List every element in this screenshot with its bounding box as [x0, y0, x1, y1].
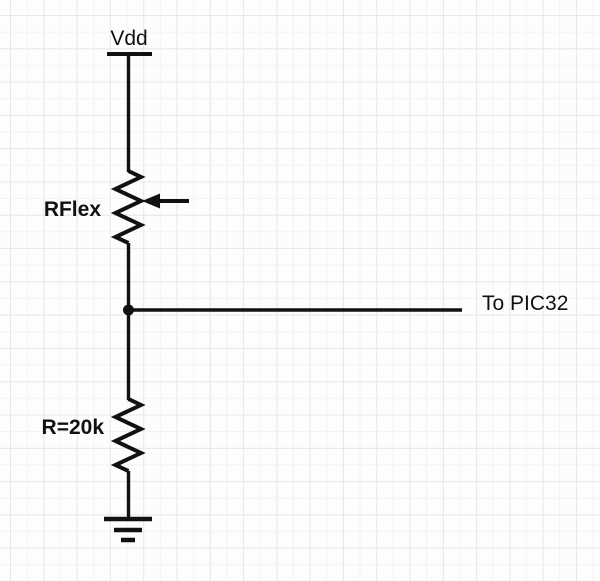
vdd-label: Vdd	[110, 27, 147, 50]
ground-symbol-icon	[104, 516, 152, 543]
resistor-rflex-zigzag	[110, 169, 146, 245]
r20k-label: R=20k	[42, 416, 105, 439]
rflex-arrow-icon	[142, 193, 160, 209]
resistor-r20k-zigzag	[110, 397, 146, 473]
output-label: To PIC32	[482, 292, 568, 315]
rflex-label: RFlex	[44, 198, 102, 221]
